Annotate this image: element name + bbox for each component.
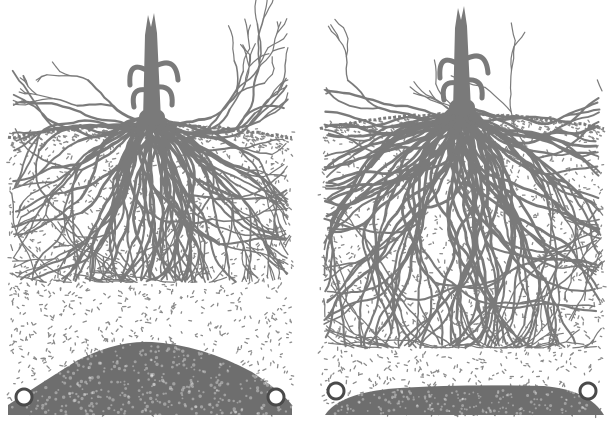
root-system [290,19,609,348]
panel-left-shallow-roots [0,0,313,417]
water-table [325,385,604,415]
panel-right-deep-roots [290,6,609,418]
drain-pipe-left [328,383,344,399]
drain-pipe-right [268,389,284,405]
plant-stem [440,6,488,116]
drain-pipe-right [580,383,596,399]
plant-stem [130,13,178,126]
drain-pipe-left [16,389,32,405]
